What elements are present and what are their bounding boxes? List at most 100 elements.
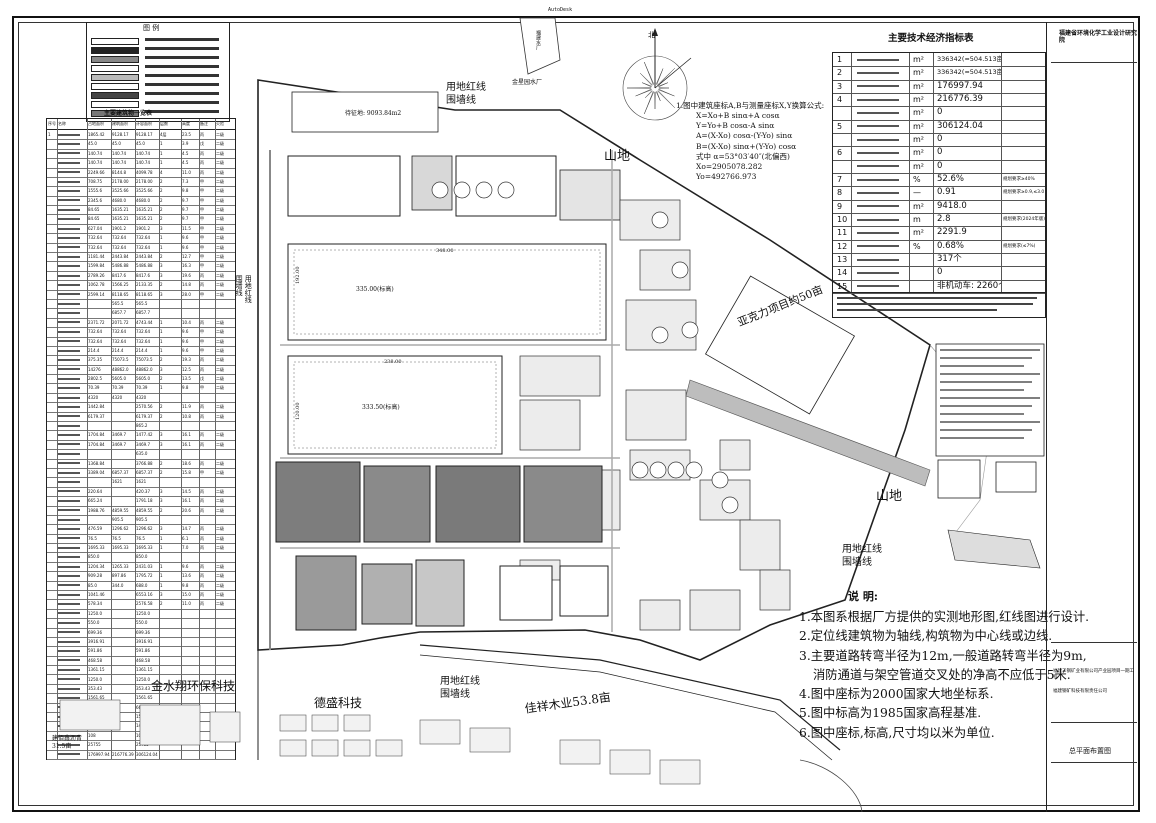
title-divider-3	[1051, 722, 1137, 723]
legend-row	[91, 37, 225, 45]
building-top-1	[287, 155, 401, 217]
table-column-rule	[111, 119, 112, 759]
table-cell	[58, 227, 80, 230]
table-cell	[58, 349, 80, 352]
table-cell: 二级	[216, 282, 224, 288]
yard-north-inner	[293, 249, 601, 335]
table-cell: 甲	[200, 197, 204, 203]
table-cell: 4320	[112, 394, 123, 400]
building-table-header-cell: 序号	[48, 121, 56, 126]
note-item: 3.主要道路转弯半径为12m,一般道路转弯半径为9m,	[799, 648, 1087, 663]
table-cell: 4层	[160, 132, 167, 137]
table-cell: 1635.21	[136, 207, 153, 213]
econ-item-name-mark	[857, 205, 899, 208]
table-cell: 1	[160, 141, 163, 147]
table-cell	[58, 152, 80, 155]
road-number-marker	[799, 759, 863, 813]
table-cell: 45.0	[136, 141, 145, 147]
table-cell: 甲	[200, 329, 204, 335]
table-cell: 二级	[216, 244, 224, 250]
table-cell: 丙	[200, 573, 204, 579]
legend-row	[91, 73, 225, 81]
building-south-1	[275, 461, 361, 543]
table-cell: 140.74	[112, 150, 126, 156]
table-cell: 1	[160, 535, 163, 541]
table-cell: 二级	[216, 197, 224, 203]
coordinate-note: 1.图中建筑座标A,B与测量座标X,Y换算公式: X=Xo+B sinα+A c…	[676, 101, 824, 182]
table-cell: 76.5	[136, 535, 145, 541]
process-block	[639, 599, 681, 631]
table-cell: 甲	[200, 235, 204, 241]
dim-label-3: 192.00	[295, 266, 301, 285]
wind-rose-spoke	[655, 91, 661, 102]
table-cell: 214.4	[112, 347, 124, 353]
process-block	[599, 469, 621, 531]
econ-row-unit	[913, 280, 929, 293]
table-cell: 1	[160, 244, 163, 250]
table-cell: 732.64	[136, 244, 150, 250]
table-cell: 565.5	[136, 300, 148, 306]
external-building	[139, 704, 201, 746]
table-cell: 丙	[200, 563, 204, 569]
table-cell: 甲	[200, 254, 204, 260]
coordinate-formula-line: A=(X-Xo) cosα-(Y-Yo) sinα	[696, 131, 793, 141]
building-south-8	[499, 565, 553, 621]
table-cell: 2443.84	[136, 254, 153, 260]
table-cell: 4.5	[182, 150, 189, 156]
table-cell: 二级	[216, 263, 224, 269]
table-cell	[58, 612, 80, 615]
table-cell: 70.39	[88, 385, 100, 391]
legend-label-mark	[145, 83, 219, 86]
table-cell: 591.86	[136, 648, 150, 654]
table-cell: 甲	[200, 385, 204, 391]
table-cell: 9.6	[182, 244, 189, 250]
table-cell: 732.64	[88, 338, 102, 344]
table-cell: 丙	[200, 432, 204, 438]
econ-row-value: 0	[937, 267, 943, 278]
table-cell: 732.64	[112, 235, 126, 241]
table-cell	[58, 556, 80, 559]
table-cell	[58, 734, 80, 737]
title-divider-4	[1051, 762, 1137, 763]
table-cell: 二级	[216, 432, 224, 438]
table-cell: 2	[160, 507, 163, 513]
table-row: 635.0	[47, 449, 235, 460]
econ-row-unit: m²	[913, 148, 924, 158]
table-cell: 甲	[200, 291, 204, 297]
econ-item-name-mark	[857, 151, 899, 154]
table-cell	[58, 293, 80, 296]
note-item: 4.图中座标为2000国家大地坐标系.	[799, 687, 994, 702]
south-external-blocks	[59, 699, 701, 785]
process-block	[519, 399, 581, 451]
table-cell: 897.86	[112, 573, 126, 579]
table-cell: 85.0	[88, 582, 97, 588]
table-cell: 二级	[216, 235, 224, 241]
building-top-4	[559, 169, 621, 221]
building-south-3	[435, 465, 521, 543]
sign-drawing	[947, 529, 1041, 569]
table-cell: 8144.8	[112, 169, 126, 175]
econ-row-number: 9	[837, 201, 843, 211]
table-cell: 4099.78	[136, 169, 153, 175]
table-cell: 丙	[200, 460, 204, 466]
table-cell: 3	[160, 366, 163, 372]
table-cell: 二级	[216, 545, 224, 551]
tank-group	[431, 181, 739, 514]
table-cell	[58, 405, 80, 408]
building-south-2	[363, 465, 431, 543]
table-cell: 476.59	[88, 526, 102, 532]
table-cell: 1181.44	[88, 254, 105, 260]
external-building	[419, 719, 461, 745]
table-cell: 25755	[88, 742, 101, 748]
table-cell: 16.3	[182, 263, 191, 269]
table-cell	[58, 208, 80, 211]
building-south-7	[415, 559, 465, 627]
